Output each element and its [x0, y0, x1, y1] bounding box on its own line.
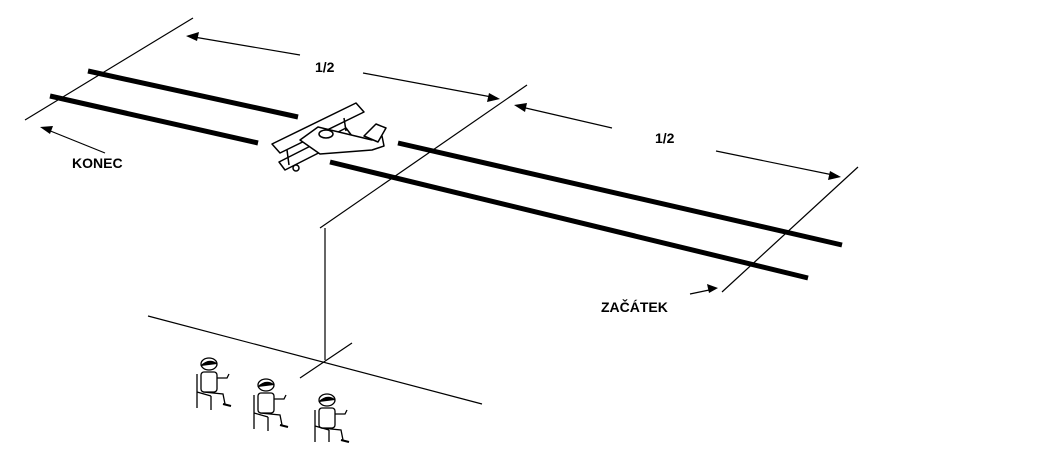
- biplane-icon: [271, 102, 387, 172]
- biplane-strut-left: [286, 149, 290, 166]
- dim-right-right-arrowhead: [828, 171, 841, 180]
- biplane-wheel: [292, 164, 300, 172]
- start-direction-arrowhead: [707, 284, 718, 293]
- reference-lines: [24, 17, 859, 405]
- dim-top-right-arrowhead: [487, 93, 500, 102]
- judge-2: [253, 378, 289, 431]
- dim-top-left-arrow: [187, 35, 301, 56]
- dim-right-right-arrow: [715, 150, 839, 177]
- biplane-tail: [363, 123, 387, 143]
- flight-line-upper-right: [397, 140, 843, 248]
- end-direction-arrow: [42, 127, 106, 154]
- flight-lines: [49, 68, 843, 281]
- dim-top-right-arrow: [362, 72, 498, 99]
- label-start: ZAČÁTEK: [601, 298, 668, 315]
- dim-right-left-arrowhead: [514, 103, 527, 112]
- judges-center-tick: [299, 342, 353, 379]
- judge-1: [196, 357, 232, 410]
- judge-3: [314, 393, 350, 443]
- flight-line-upper-left: [87, 68, 299, 120]
- dim-right-left-arrow: [516, 105, 613, 129]
- biplane-strut-right: [343, 117, 347, 132]
- end-gate-line: [24, 17, 194, 121]
- end-direction-arrowhead: [40, 126, 53, 134]
- flight-line-lower-left: [49, 93, 259, 146]
- label-half-top: 1/2: [315, 59, 335, 75]
- dimension-arrows: [40, 32, 841, 295]
- flight-line-lower-right: [329, 159, 809, 281]
- biplane-cockpit: [318, 129, 334, 139]
- center-gate-line: [319, 84, 528, 229]
- label-end: KONEC: [72, 155, 123, 171]
- label-half-right: 1/2: [655, 130, 675, 146]
- judges-baseline: [147, 315, 483, 405]
- dim-top-left-arrowhead: [186, 32, 199, 41]
- start-gate-line: [721, 166, 859, 293]
